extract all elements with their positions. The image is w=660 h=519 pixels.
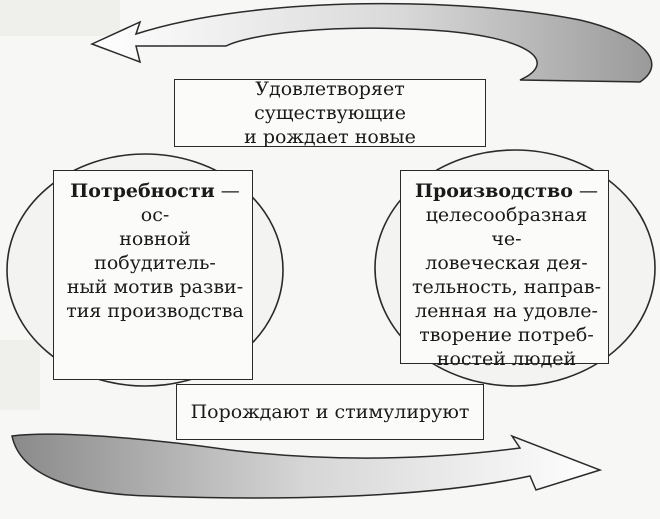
production-term: Производство [415,180,573,202]
production-first-line: Производство — [411,179,602,203]
needs-line-2: новной побудитель- [94,228,216,274]
production-dash: — [572,180,598,202]
production-line-6: творение потреб- [419,324,594,346]
top-label-line-2: и рождает новые [244,126,416,148]
bottom-arrow [11,433,603,499]
production-line-7: ностей людей [436,348,577,370]
production-line-2: целесообразная че- [425,204,588,250]
needs-line-4: тия производства [66,300,244,322]
needs-box: Потребности — ос- новной побудитель- ный… [53,170,253,380]
needs-term: Потребности [70,180,215,202]
needs-dash: — ос- [140,180,240,226]
bottom-label: Порождают и стимулируют [190,401,470,423]
production-line-4: тельность, направ- [411,276,602,298]
needs-first-line: Потребности — ос- [64,179,246,227]
production-box: Производство — целесообразная че- ловече… [400,170,609,370]
top-label-box: Удовлетворяет существующие и рождает нов… [174,78,486,148]
top-label-line-1: Удовлетворяет существующие [254,78,406,124]
top-arrow [90,2,653,83]
bottom-label-box: Порождают и стимулируют [176,384,484,440]
production-line-3: ловеческая дея- [425,252,588,274]
production-line-5: ленная на удовле- [415,300,598,322]
artifact-shade [0,0,120,36]
artifact-shade [0,340,40,410]
needs-line-3: ный мотив разви- [66,276,244,298]
